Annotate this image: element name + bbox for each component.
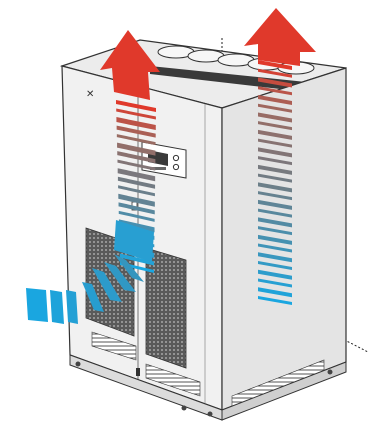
airflow-intake-stripe <box>50 290 64 324</box>
front-grille-right <box>146 248 186 368</box>
airflow-intake-stripe <box>26 288 48 322</box>
lower-latch[interactable] <box>136 368 140 376</box>
brand-mark-icon: ✕ <box>86 89 94 100</box>
